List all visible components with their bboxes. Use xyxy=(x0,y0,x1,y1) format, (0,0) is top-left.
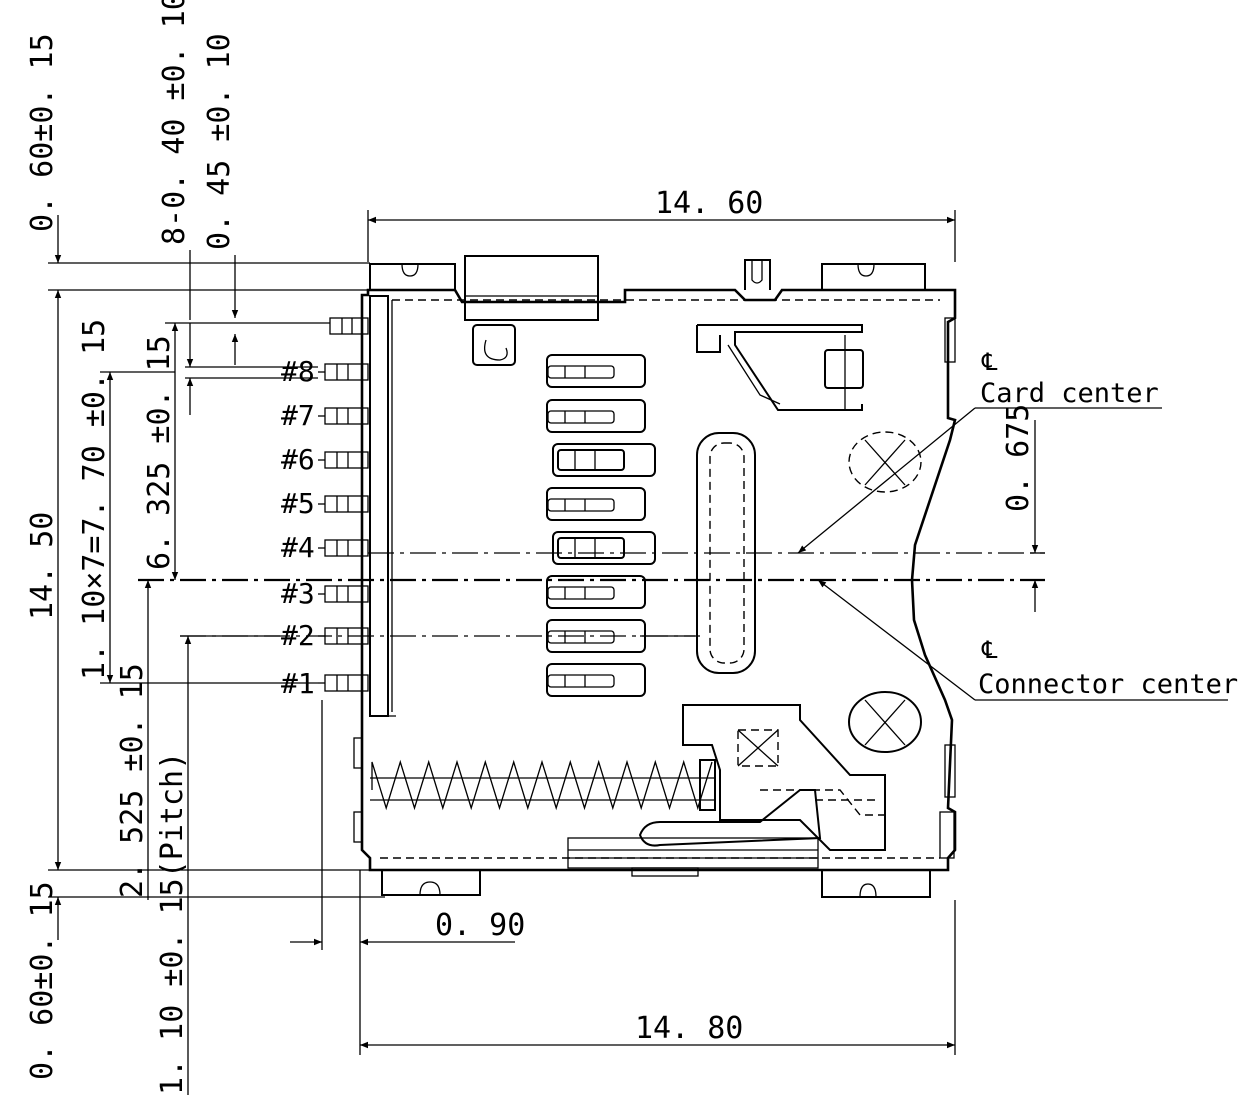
top-pin-tail xyxy=(329,317,369,335)
pin-label-5: #5 xyxy=(281,487,315,520)
connector-center-symbol: ℄ xyxy=(981,636,998,664)
contact-pins: #8 #7 #6 #5 #4 #3 #2 #1 xyxy=(281,355,369,700)
card-center-label: Card center xyxy=(980,378,1159,409)
contact-pin-tail xyxy=(318,539,369,557)
contact-pin-tail xyxy=(318,585,369,603)
connector-body xyxy=(353,255,957,898)
connector-center-label: Connector center xyxy=(978,669,1238,700)
contact-pin-tail xyxy=(318,674,369,692)
dim-pitch: 1. 10 ±0. 15(Pitch) xyxy=(155,752,190,1095)
contact-pin-tail xyxy=(318,495,369,513)
center-lines xyxy=(138,552,1045,637)
dim-overall-height: 14. 50 xyxy=(25,512,60,620)
dim-bottom-offset: 2. 525 ±0. 15 xyxy=(115,663,150,898)
pin-label-7: #7 xyxy=(281,399,315,432)
center-callouts: ℄ Card center ℄ Connector center xyxy=(797,348,1238,701)
dim-center-gap: 0. 675 xyxy=(1001,404,1036,512)
dim-pin-offset: 0. 45 ±0. 10 xyxy=(202,33,237,250)
pin-label-6: #6 xyxy=(281,443,315,476)
pin-label-8: #8 xyxy=(281,355,315,388)
contact-windows xyxy=(546,354,656,697)
pin-label-4: #4 xyxy=(281,531,315,564)
dim-tail-offset: 0. 90 xyxy=(435,908,525,943)
contact-pin-tail xyxy=(318,451,369,469)
dim-top-width: 14. 60 xyxy=(655,186,763,221)
dim-pin-width: 8-0. 40 ±0. 10 xyxy=(157,0,192,245)
dim-top-flange: 0. 60±0. 15 xyxy=(25,33,60,232)
spring xyxy=(370,759,716,811)
contact-pin-tail xyxy=(318,407,369,425)
contact-pin-tail xyxy=(318,363,369,381)
internal-features xyxy=(567,324,922,877)
dim-pin-span: 1. 10×7=7. 70 ±0. 15 xyxy=(77,319,112,680)
dimension-labels: 14. 60 14. 80 0. 90 14. 50 0. 60±0. 15 0… xyxy=(25,0,1036,1095)
pin-label-3: #3 xyxy=(281,577,315,610)
dim-card-offset: 6. 325 ±0. 15 xyxy=(142,335,177,570)
dim-bottom-flange: 0. 60±0. 15 xyxy=(25,881,60,1080)
dimension-lines xyxy=(48,210,1045,1095)
card-center-symbol: ℄ xyxy=(981,348,998,376)
dim-bottom-width: 14. 80 xyxy=(635,1011,743,1046)
